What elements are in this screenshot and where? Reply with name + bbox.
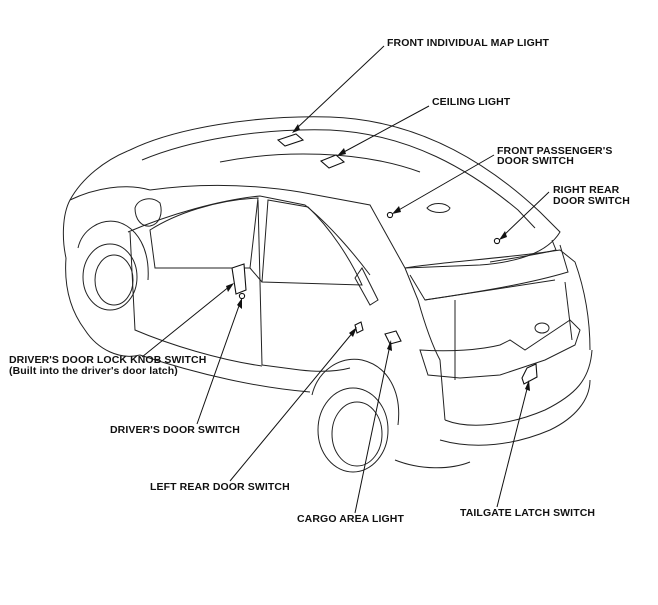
- cargo-area-light-part: [384, 330, 402, 345]
- label-drivers-door-lock-knob-switch-line2: (Built into the driver's door latch): [9, 365, 178, 377]
- label-front-passenger-door-switch-line1: FRONT PASSENGER'S: [497, 145, 613, 157]
- left-rear-door-switch-part: [354, 321, 364, 334]
- label-drivers-door-lock-knob-switch-line1: DRIVER'S DOOR LOCK KNOB SWITCH: [9, 354, 207, 366]
- label-front-passenger-door-switch-line2: DOOR SWITCH: [497, 155, 574, 167]
- label-right-rear-door-switch-line2: DOOR SWITCH: [553, 195, 630, 207]
- tailgate-latch-switch-part: [521, 363, 538, 385]
- front-individual-map-light-part: [276, 133, 305, 147]
- component-markers: [231, 133, 538, 385]
- label-ceiling-light: CEILING LIGHT: [432, 96, 511, 108]
- vehicle-outline: [62, 116, 593, 473]
- label-drivers-door-switch: DRIVER'S DOOR SWITCH: [110, 424, 240, 436]
- leader-lines: [141, 45, 550, 514]
- ceiling-light-part: [319, 154, 346, 169]
- front-passenger-door-switch-part: [386, 211, 394, 219]
- right-rear-door-switch-part: [493, 237, 501, 245]
- label-tailgate-latch-switch: TAILGATE LATCH SWITCH: [460, 507, 596, 519]
- label-right-rear-door-switch-line1: RIGHT REAR: [553, 184, 620, 196]
- drivers-door-switch-part: [238, 292, 246, 300]
- label-left-rear-door-switch: LEFT REAR DOOR SWITCH: [150, 481, 290, 493]
- drivers-door-lock-knob-switch-part: [231, 263, 247, 295]
- label-cargo-area-light: CARGO AREA LIGHT: [297, 513, 404, 525]
- label-front-individual-map-light: FRONT INDIVIDUAL MAP LIGHT: [387, 37, 550, 49]
